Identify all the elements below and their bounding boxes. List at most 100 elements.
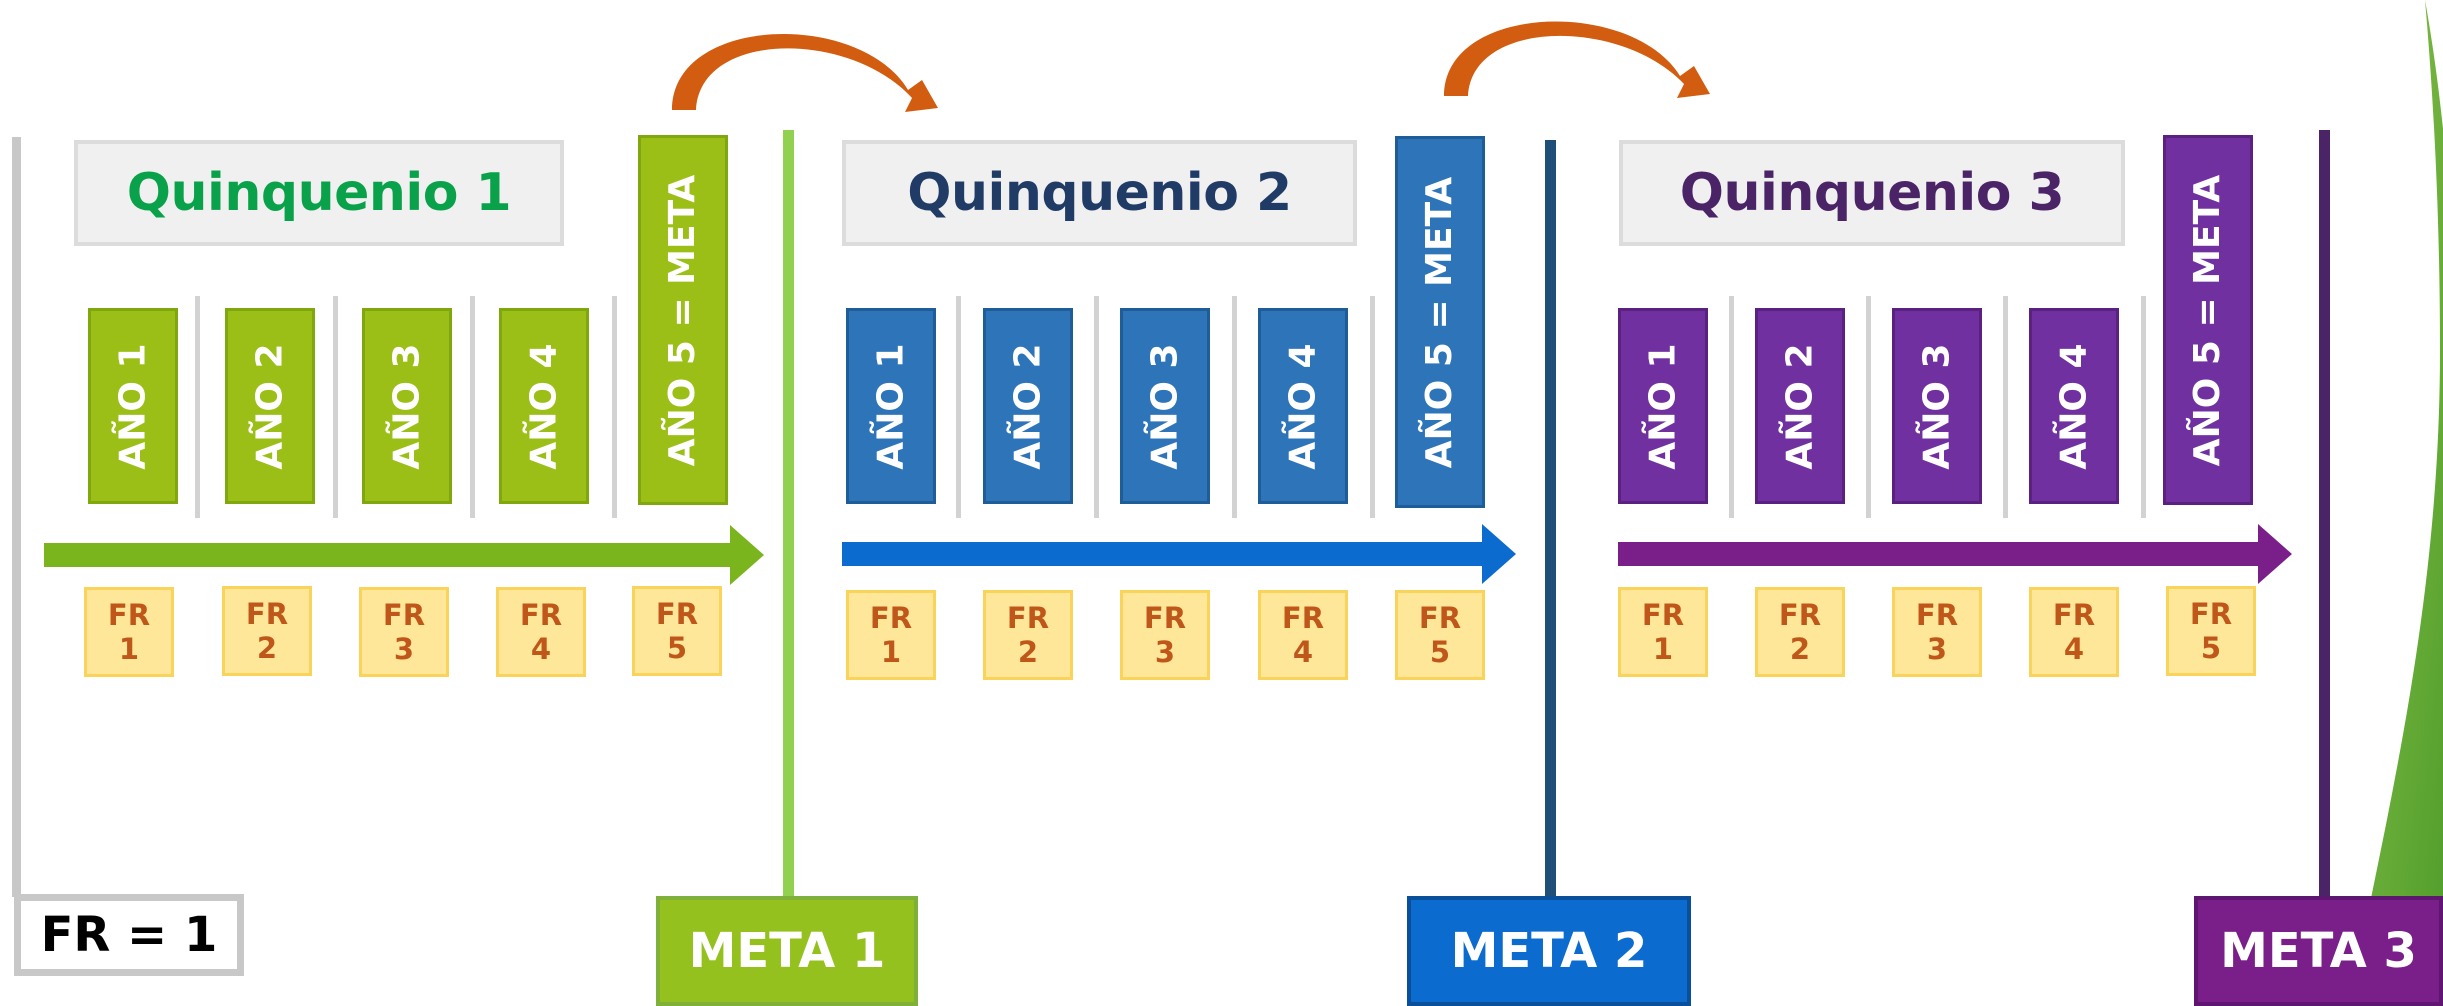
fr-label: FR <box>1778 598 1822 632</box>
fr-number: 4 <box>530 632 552 666</box>
q2-year-2: AÑO 2 <box>983 308 1073 504</box>
q2-year-1: AÑO 1 <box>846 308 936 504</box>
q2-separator <box>1370 296 1375 518</box>
q3-year-4: AÑO 4 <box>2029 308 2119 504</box>
q1-goal-year-label: AÑO 5 = META <box>662 174 704 466</box>
quinquenio-2-title: Quinquenio 2 <box>842 140 1357 246</box>
transition-arrow-2 <box>1444 21 1710 98</box>
meta-3-label: META 3 <box>2194 896 2443 1006</box>
q1-year-3: AÑO 3 <box>362 308 452 504</box>
q3-year-4-label: AÑO 4 <box>2053 342 2095 470</box>
q1-year-2-label: AÑO 2 <box>249 342 291 470</box>
q2-year-1-label: AÑO 1 <box>870 342 912 470</box>
fr-number: 5 <box>1429 635 1451 669</box>
fr-label: FR <box>382 598 426 632</box>
fr-number: 1 <box>118 632 140 666</box>
q3-separator <box>1866 296 1871 518</box>
transition-arrow-1 <box>672 34 938 112</box>
meta2-line <box>1545 140 1556 900</box>
q3-year-3: AÑO 3 <box>1892 308 1982 504</box>
q2-separator <box>1094 296 1099 518</box>
fr-label: FR <box>245 597 289 631</box>
q2-year-3-label: AÑO 3 <box>1144 342 1186 470</box>
q3-goal-year: AÑO 5 = META <box>2163 135 2253 505</box>
q1-separator <box>333 296 338 518</box>
q2-year-2-label: AÑO 2 <box>1007 342 1049 470</box>
meta-2-label: META 2 <box>1407 896 1691 1006</box>
q1-goal-year: AÑO 5 = META <box>638 135 728 505</box>
q3-year-1: AÑO 1 <box>1618 308 1708 504</box>
q3-flow-arrow <box>1618 524 2292 584</box>
q3-separator <box>1729 296 1734 518</box>
q1-year-3-label: AÑO 3 <box>386 342 428 470</box>
q3-year-2: AÑO 2 <box>1755 308 1845 504</box>
q2-goal-year: AÑO 5 = META <box>1395 136 1485 508</box>
fr-number: 5 <box>666 631 688 665</box>
fr-label: FR <box>1915 598 1959 632</box>
q3-separator <box>2141 296 2146 518</box>
q1-year-2: AÑO 2 <box>225 308 315 504</box>
green-leaf-decoration <box>2350 0 2443 1001</box>
fr-number: 4 <box>2063 632 2085 666</box>
quinquenio-3-title: Quinquenio 3 <box>1619 140 2125 246</box>
fr-label: FR <box>519 598 563 632</box>
fr-number: 2 <box>256 631 278 665</box>
fr-label: FR <box>1006 601 1050 635</box>
q2-flow-arrow <box>842 524 1516 584</box>
fr-label: FR <box>1641 598 1685 632</box>
q1-separator <box>195 296 200 518</box>
q1-year-1: AÑO 1 <box>88 308 178 504</box>
fr-label: FR <box>2052 598 2096 632</box>
fr-label: FR <box>107 598 151 632</box>
q3-year-2-label: AÑO 2 <box>1779 342 1821 470</box>
q1-year-4-label: AÑO 4 <box>523 342 565 470</box>
fr-number: 1 <box>1652 632 1674 666</box>
meta1-line <box>783 130 794 900</box>
q1-year-1-label: AÑO 1 <box>112 342 154 470</box>
q2-separator <box>1232 296 1237 518</box>
fr-label: FR <box>1418 601 1462 635</box>
fr-label: FR <box>2189 597 2233 631</box>
quinquenio-1-title: Quinquenio 1 <box>74 140 564 246</box>
fr-number: 1 <box>880 635 902 669</box>
q3-separator <box>2003 296 2008 518</box>
q2-separator <box>956 296 961 518</box>
fr-label: FR <box>1143 601 1187 635</box>
fr-number: 3 <box>1154 635 1176 669</box>
meta-1-label: META 1 <box>656 896 918 1006</box>
start-line <box>12 137 21 897</box>
q1-separator <box>470 296 475 518</box>
q2-goal-year-label: AÑO 5 = META <box>1419 176 1461 468</box>
q3-year-3-label: AÑO 3 <box>1916 342 1958 470</box>
q2-year-4-label: AÑO 4 <box>1282 342 1324 470</box>
fr-number: 2 <box>1789 632 1811 666</box>
q1-separator <box>612 296 617 518</box>
q2-year-4: AÑO 4 <box>1258 308 1348 504</box>
fr-label: FR <box>869 601 913 635</box>
fr-legend: FR = 1 <box>14 894 244 976</box>
q3-goal-year-label: AÑO 5 = META <box>2187 174 2229 466</box>
fr-number: 3 <box>1926 632 1948 666</box>
fr-number: 2 <box>1017 635 1039 669</box>
fr-label: FR <box>1281 601 1325 635</box>
q1-year-4: AÑO 4 <box>499 308 589 504</box>
fr-label: FR <box>655 597 699 631</box>
q2-year-3: AÑO 3 <box>1120 308 1210 504</box>
q1-flow-arrow <box>44 525 764 585</box>
q3-year-1-label: AÑO 1 <box>1642 342 1684 470</box>
